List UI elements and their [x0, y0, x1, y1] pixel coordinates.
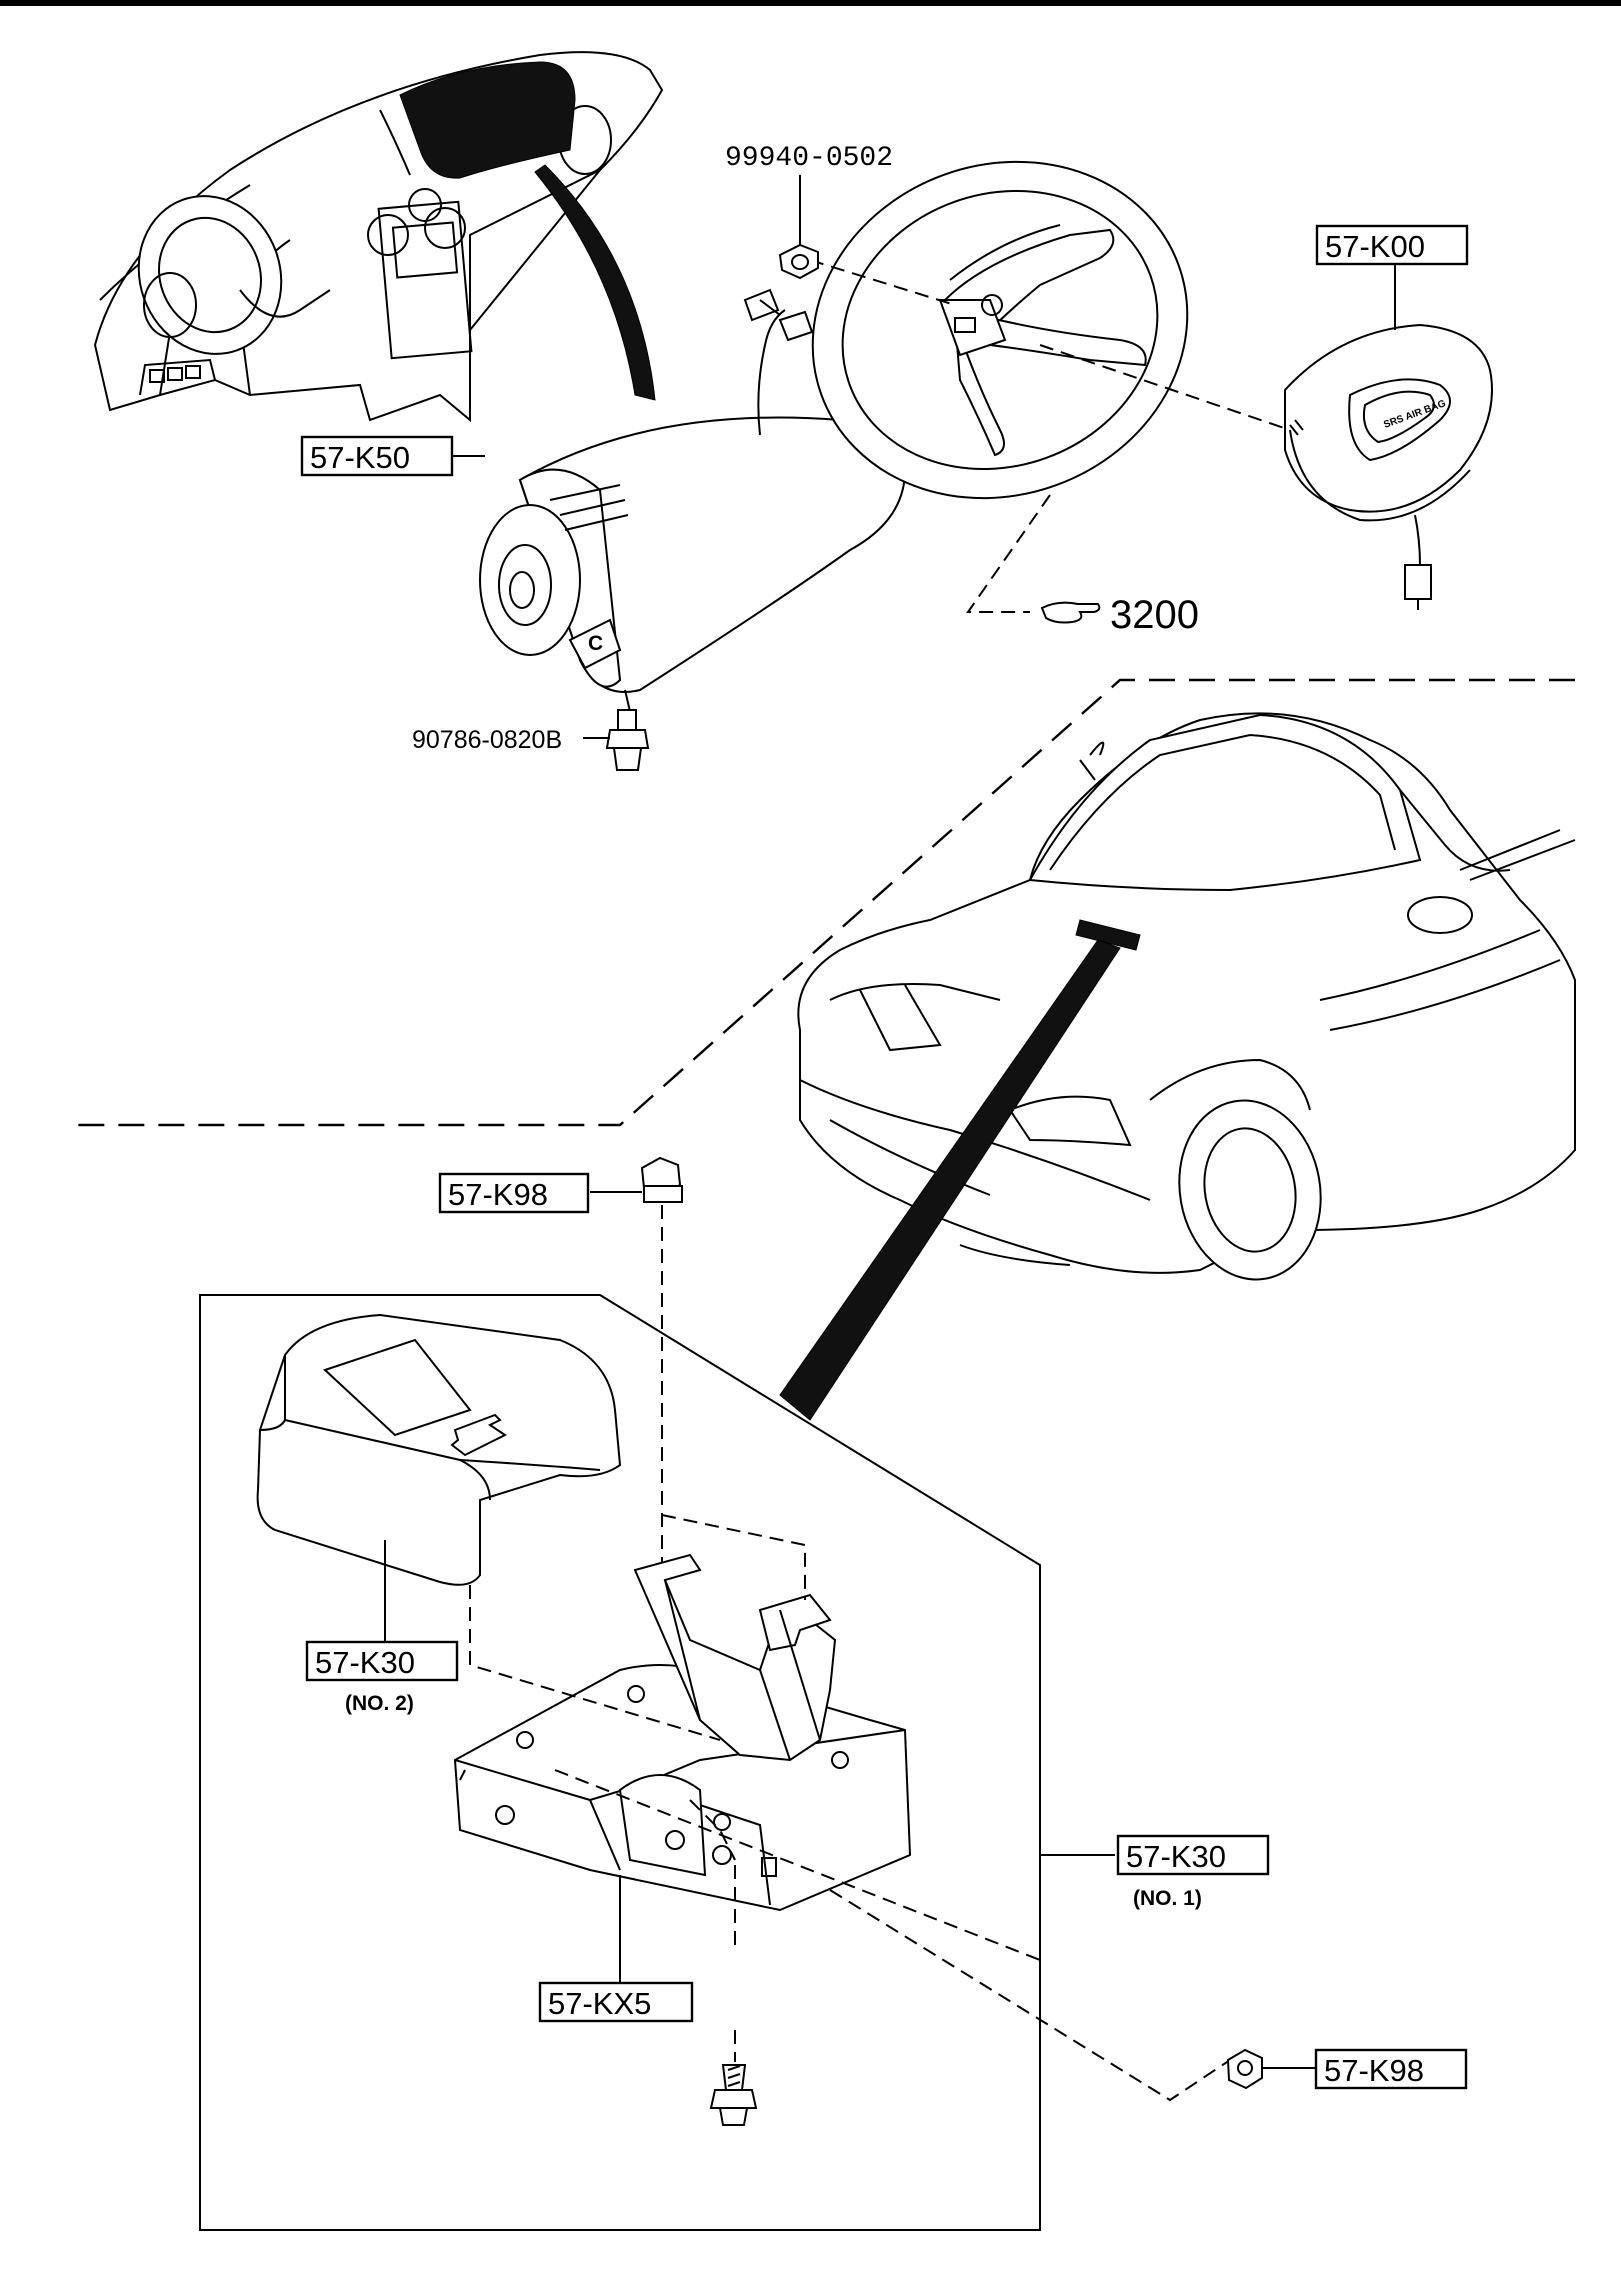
crash-sensor-no2	[256, 1313, 622, 1660]
top-rule	[0, 0, 1621, 6]
callout-box-57-k98-upper	[438, 1172, 590, 1214]
nut-99940-0502	[778, 175, 819, 280]
callout-box-57-k30-no1	[1116, 1834, 1270, 1876]
callout-box-57-kx5	[538, 1981, 694, 2023]
nut-57-k98-upper	[590, 1156, 683, 1565]
callout-box-57-k00	[1315, 224, 1469, 266]
bolt-90786-0820b	[583, 709, 650, 771]
callout-57-k30-no2: 57-K30	[315, 1645, 415, 1680]
callout-box-57-k50	[300, 435, 454, 477]
callout-box-57-k98-lower	[1314, 2048, 1468, 2090]
passenger-airbag-module: C	[479, 288, 907, 721]
svg-text:C: C	[588, 632, 603, 655]
crash-sensor-no1	[469, 1514, 1231, 2102]
location-arrow-car	[779, 939, 1121, 1421]
callout-57-k00: 57-K00	[1325, 229, 1425, 264]
dashboard-illustration	[93, 51, 664, 423]
mounting-bracket	[453, 1664, 912, 1985]
steering-wheel	[809, 160, 1291, 613]
callout-57-kx5: 57-KX5	[548, 1986, 651, 2021]
callout-57-k50: 57-K50	[310, 440, 410, 475]
location-arrow-dash	[534, 164, 656, 401]
callout-57-k98-lower: 57-K98	[1324, 2053, 1424, 2088]
note-no2: (NO. 2)	[345, 1692, 414, 1715]
pointing-hand-icon	[1040, 601, 1101, 624]
callout-90786-0820b: 90786-0820B	[412, 726, 562, 754]
callout-box-57-k30-no2	[305, 1640, 459, 1682]
note-no1: (NO. 1)	[1133, 1887, 1202, 1910]
callout-57-k98-upper: 57-K98	[448, 1177, 548, 1212]
callout-99940-0502: 99940-0502	[725, 143, 893, 174]
sensor-assembly-frame	[199, 1294, 1041, 2231]
callout-57-k30-no1: 57-K30	[1126, 1839, 1226, 1874]
nut-57-k98-lower	[1226, 2048, 1315, 2090]
bolt-lower	[709, 2030, 758, 2126]
driver-airbag-module: SRS AIR BAG	[1284, 255, 1493, 610]
callout-3200: 3200	[1110, 593, 1199, 637]
